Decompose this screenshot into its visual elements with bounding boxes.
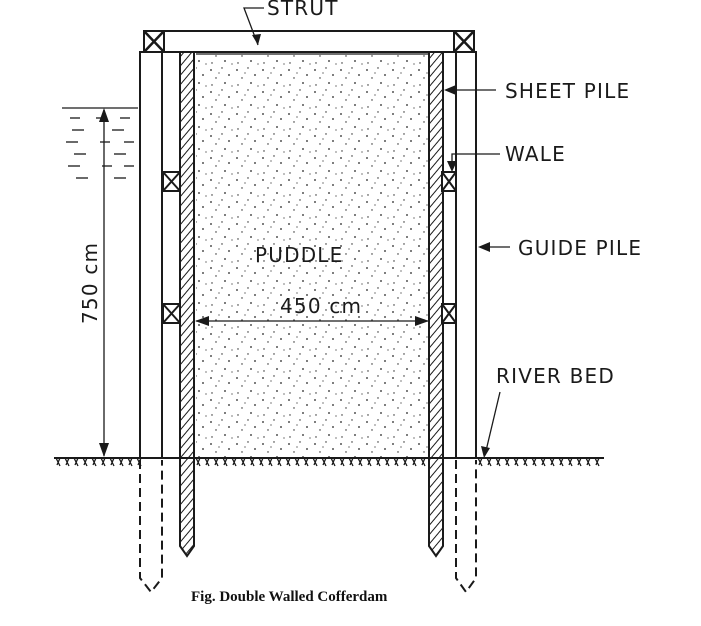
right-sheet-pile xyxy=(428,49,444,558)
puddle-label: PUDDLE xyxy=(255,243,343,267)
figure-caption: Fig. Double Walled Cofferdam xyxy=(191,589,388,605)
river-bed-arrowhead xyxy=(481,446,490,458)
river-bed-label: RIVER BED xyxy=(496,364,615,388)
strut-beam xyxy=(143,30,475,53)
guide-pile-arrowhead xyxy=(478,242,490,252)
width-dim-label: 450 cm xyxy=(280,294,362,318)
water-body xyxy=(62,107,138,179)
puddle-fill xyxy=(196,54,428,458)
strut-arrowhead xyxy=(252,34,261,45)
river-bed-leader xyxy=(484,391,501,456)
left-guide-pile xyxy=(139,51,163,594)
sheet-pile-label: SHEET PILE xyxy=(505,79,630,103)
river-bed-ground xyxy=(54,457,604,467)
wale-arrowhead xyxy=(447,161,457,172)
right-guide-pile xyxy=(455,51,477,594)
guide-pile-label: GUIDE PILE xyxy=(518,236,642,260)
wale-label: WALE xyxy=(505,142,566,166)
left-sheet-pile xyxy=(179,49,195,558)
width-dimension xyxy=(195,316,429,326)
strut-label: STRUT xyxy=(267,0,339,20)
height-dim-label: 750 cm xyxy=(78,242,102,324)
strut-leader xyxy=(243,7,264,46)
strut-end-blocks xyxy=(143,30,475,53)
wales xyxy=(162,171,457,324)
height-dimension xyxy=(99,108,109,457)
sheet-pile-arrowhead xyxy=(444,85,456,95)
